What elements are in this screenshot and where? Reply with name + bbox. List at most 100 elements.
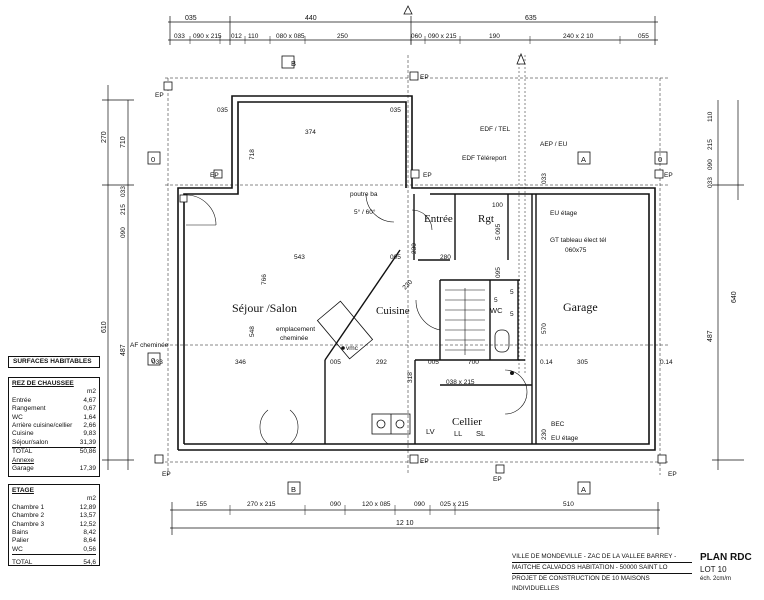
dim-700: 700: [468, 359, 479, 366]
rdc-total-label: TOTAL: [12, 448, 33, 456]
right-dim-640: 640: [731, 291, 738, 303]
etage-total-value: 54,6: [83, 559, 96, 567]
rdc-heading: REZ DE CHAUSSEE: [12, 380, 74, 387]
bottom-dim-090b: 090: [414, 501, 425, 508]
top-dim-1: 035: [185, 15, 197, 22]
top-dim-r2-11: 055: [638, 33, 649, 40]
dim-014a: 0.14: [540, 359, 553, 366]
etage-row-name: Chambre 1: [12, 503, 45, 511]
rdc-row-value: 1,64: [83, 413, 96, 421]
dim-5b: 5: [510, 289, 514, 296]
dim-230b: 230: [541, 429, 548, 440]
note-edf-tel: EDF / TEL: [480, 126, 511, 133]
room-cuisine: Cuisine: [376, 305, 410, 317]
plan-name: PLAN RDC: [700, 552, 752, 563]
ep-label-4: EP: [664, 172, 673, 179]
dim-033: 033: [152, 359, 163, 366]
etage-row-value: 8,42: [83, 529, 96, 537]
left-dim-090: 090: [120, 227, 127, 238]
note-ll: LL: [454, 429, 462, 438]
section-0-right: 0: [658, 155, 662, 164]
section-b-top: B: [291, 59, 296, 68]
dim-005a: 005: [390, 254, 401, 261]
bottom-total-dim: 12 10: [396, 520, 414, 527]
room-sejour: Séjour /Salon: [232, 301, 297, 315]
note-eu-etage-top: EU étage: [550, 210, 577, 217]
dim-305: 305: [577, 359, 588, 366]
dim-230c: 230: [401, 279, 414, 292]
etage-row-value: 12,89: [79, 503, 96, 511]
room-cellier: Cellier: [452, 416, 482, 428]
rdc-row-value: 31,39: [79, 438, 96, 446]
etage-heading: ETAGE: [12, 487, 34, 494]
title-line-3: PROJET DE CONSTRUCTION DE 10 MAISONS IND…: [512, 575, 650, 592]
rdc-annexe-value: 17,39: [79, 465, 96, 473]
bottom-dim-155: 155: [196, 501, 207, 508]
note-lv: LV: [426, 427, 435, 436]
etage-unit: m2: [86, 495, 96, 503]
scale-label: éch. 2cm/m: [700, 576, 732, 582]
room-garage: Garage: [563, 300, 598, 314]
dim-570: 570: [541, 323, 548, 334]
right-dim-090: 090: [707, 159, 714, 170]
dim-280: 280: [440, 254, 451, 261]
bottom-dim-120x085: 120 x 085: [362, 501, 391, 508]
etage-row-value: 13,57: [79, 512, 96, 520]
dim-230a: 230: [411, 243, 418, 254]
right-dim-215: 215: [707, 139, 714, 150]
top-dim-r2-9: 190: [489, 33, 500, 40]
room-entree: Entrée: [424, 213, 453, 225]
top-dim-r2-5: 080 x 085: [276, 33, 305, 40]
top-dim-3: 635: [525, 15, 537, 22]
etage-row-name: Palier: [12, 537, 29, 545]
dim-766: 766: [261, 274, 268, 285]
ep-label-7: EP: [668, 471, 677, 478]
dim-035b: 035: [390, 107, 401, 114]
note-bec: BEC: [551, 421, 565, 428]
top-dim-r2-3: 012: [231, 33, 242, 40]
bottom-dim-270x215: 270 x 215: [247, 501, 276, 508]
dim-095: 095: [495, 267, 502, 278]
room-wc: WC: [490, 306, 503, 315]
section-a-bot: A: [581, 485, 586, 494]
title-line-1: VILLE DE MONDEVILLE - ZAC DE LA VALLEE B…: [512, 552, 692, 563]
rdc-total-value: 50,86: [79, 448, 96, 456]
bottom-dim-025x215: 025 x 215: [440, 501, 469, 508]
top-dim-r2-2: 090 x 215: [193, 33, 222, 40]
left-dim-487: 487: [120, 344, 127, 356]
note-poutre: poutre ba: [350, 191, 378, 198]
dim-033b: 033: [541, 173, 548, 184]
dim-718: 718: [249, 149, 256, 160]
left-dim-033: 033: [120, 186, 127, 197]
note-eu-etage-bot: EU étage: [551, 435, 578, 442]
rdc-annexe-name: Garage: [12, 465, 34, 473]
dim-014b: 0.14: [660, 359, 673, 366]
top-dim-r2-1: 033: [174, 33, 185, 40]
note-aep-eu: AEP / EU: [540, 141, 568, 148]
rdc-row-name: Entrée: [12, 396, 32, 404]
note-emplacement: emplacement: [276, 326, 315, 333]
left-dim-610: 610: [101, 321, 108, 333]
top-dim-r2-10: 240 x 2 10: [563, 33, 594, 40]
rdc-row-value: 9,83: [83, 430, 96, 438]
rdc-row-name: Arrière cuisine/cellier: [12, 422, 73, 430]
ep-label-2: EP: [210, 172, 219, 179]
right-dim-487: 487: [707, 330, 714, 342]
dim-5c: 5: [510, 311, 514, 318]
etage-row-name: Chambre 3: [12, 520, 45, 528]
dim-548: 548: [249, 326, 256, 337]
rdc-unit: m2: [86, 388, 96, 396]
dim-038x215: 038 x 215: [446, 379, 475, 386]
rdc-row-name: Rangement: [12, 405, 46, 413]
top-dim-r2-8: 090 x 215: [428, 33, 457, 40]
dim-318: 318: [407, 372, 414, 383]
section-b-bot: B: [291, 485, 296, 494]
title-block-text: VILLE DE MONDEVILLE - ZAC DE LA VALLEE B…: [512, 552, 692, 594]
ep-label-6: EP: [162, 471, 171, 478]
dim-060x75: 060x75: [565, 247, 587, 254]
dim-100: 100: [492, 202, 503, 209]
dim-005b: 005: [330, 359, 341, 366]
note-edf-tele: EDF Téléreport: [462, 155, 507, 162]
